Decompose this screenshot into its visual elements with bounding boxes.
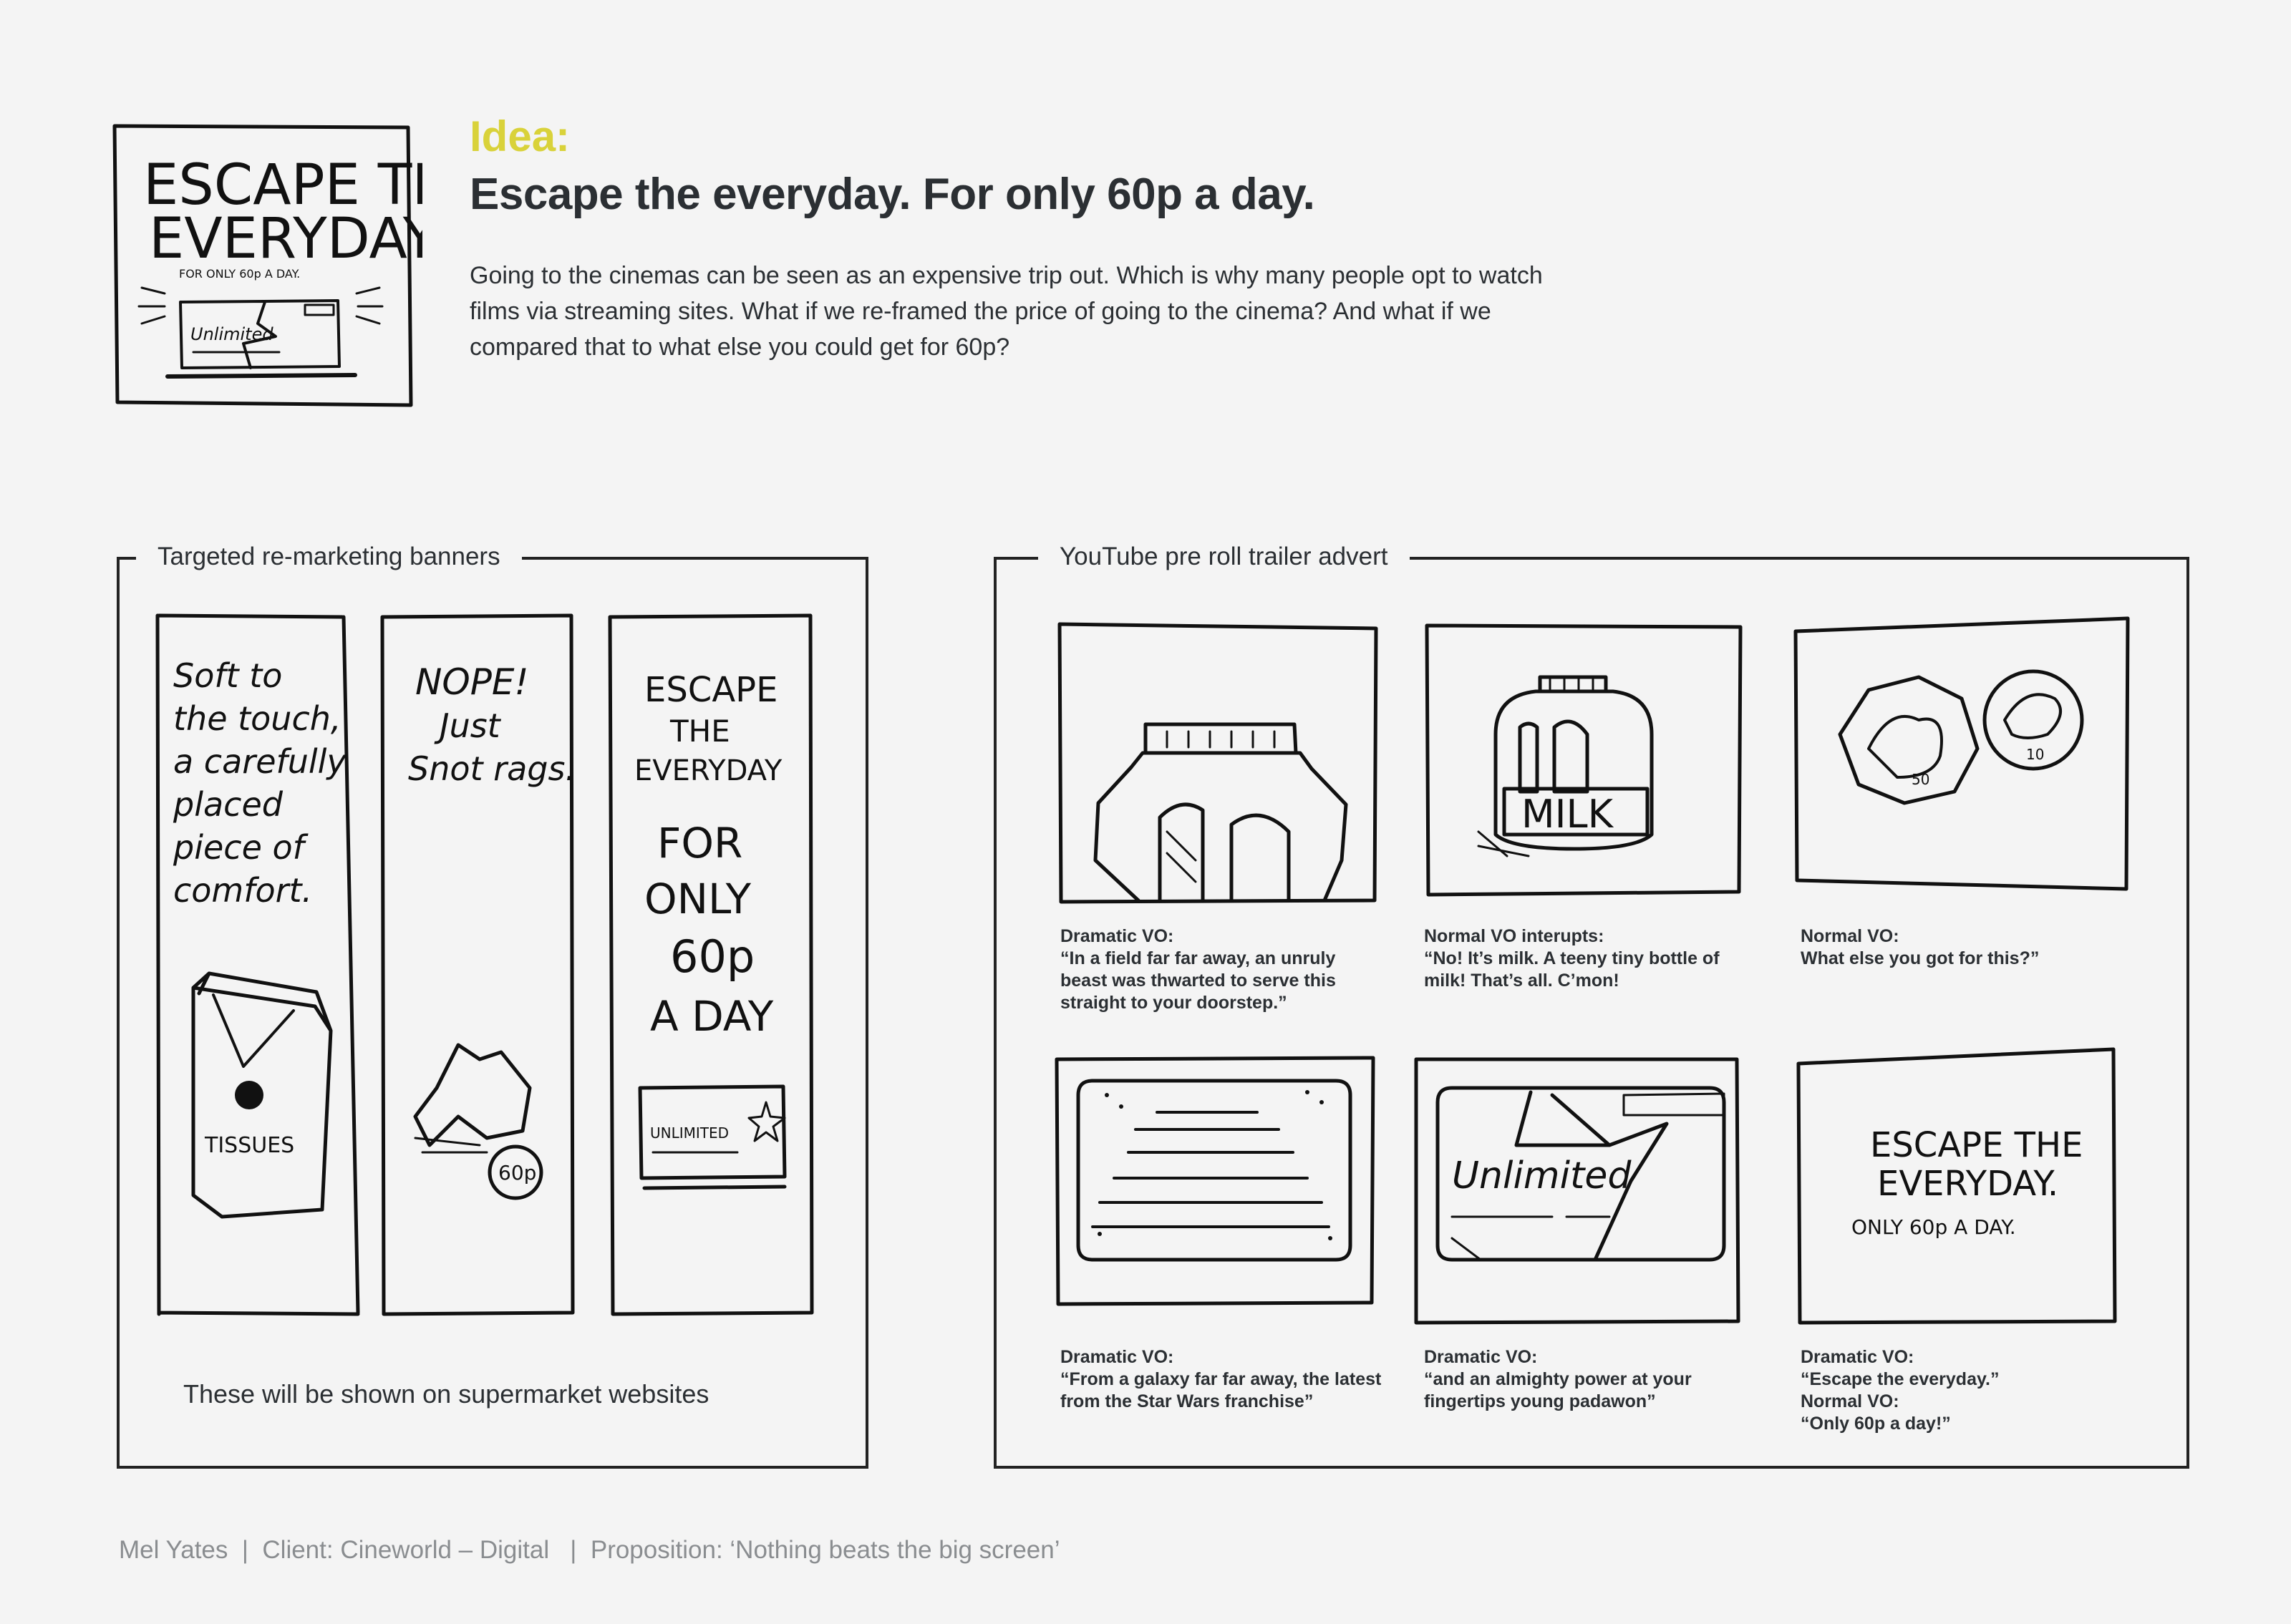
footer-proposition: Proposition: ‘Nothing beats the big scre…: [590, 1536, 1060, 1564]
frame-4-caption: Dramatic VO: “From a galaxy far far away…: [1060, 1346, 1390, 1413]
frame-5-caption: Dramatic VO: “and an almighty power at y…: [1424, 1346, 1753, 1413]
thumbnail-line1: ESCAPE THE: [143, 153, 422, 218]
banner3-line2: THE: [669, 714, 730, 749]
storyboard-frame-1: [1057, 622, 1378, 904]
banner1-line2: the touch,: [173, 699, 342, 738]
idea-body: Going to the cinemas can be seen as an e…: [470, 262, 1543, 361]
youtube-panel: [994, 557, 2189, 1469]
footer-client: Client: Cineworld – Digital: [262, 1536, 550, 1564]
frame-3-caption: Normal VO: What else you got for this?”: [1801, 925, 2116, 970]
banner3-line5: ONLY: [644, 875, 752, 923]
frame-1-text: “In a field far far away, an unruly beas…: [1060, 948, 1336, 1013]
idea-headline: Escape the everyday. For only 60p a day.: [470, 170, 1315, 219]
frame-2-heading: Normal VO interupts:: [1424, 926, 1604, 946]
frame-6-text-2: “Only 60p a day!”: [1801, 1414, 1951, 1434]
footer-separator: |: [549, 1536, 591, 1564]
footer: Mel Yates | Client: Cineworld – Digital …: [119, 1536, 1060, 1565]
frame-3-text: What else you got for this?”: [1801, 948, 2040, 968]
banner2-line2: Just: [434, 706, 502, 745]
frame-2-caption: Normal VO interupts: “No! It’s milk. A t…: [1424, 925, 1739, 992]
idea-thumbnail-sketch: ESCAPE THE EVERYDAY. FOR ONLY 60p A DAY.…: [112, 124, 422, 407]
frame-1-caption: Dramatic VO: “In a field far far away, a…: [1060, 925, 1375, 1014]
storyboard-frame-3: 50 10: [1793, 616, 2130, 891]
banner3-line3: EVERYDAY: [634, 754, 783, 787]
banner1-line3: a carefully: [173, 742, 347, 781]
frame-6-heading-2: Normal VO:: [1801, 1391, 1899, 1411]
frame-5-text: “and an almighty power at your fingertip…: [1424, 1369, 1692, 1411]
thumbnail-card-text: Unlimited: [190, 324, 273, 344]
banner2-price: 60p: [498, 1161, 536, 1185]
banner3-line4: FOR: [657, 819, 742, 867]
frame6-line1: ESCAPE THE: [1870, 1125, 2083, 1165]
banner-escape: ESCAPE THE EVERYDAY FOR ONLY 60p A DAY U…: [608, 613, 814, 1316]
frame-4-text: “From a galaxy far far away, the latest …: [1060, 1369, 1382, 1411]
banners-title: Targeted re-marketing banners: [136, 543, 522, 571]
idea-label: Idea:: [470, 112, 571, 160]
frame-6-text: “Escape the everyday.”: [1801, 1369, 2000, 1389]
frame3-coin1: 50: [1912, 771, 1929, 788]
thumbnail-line2: EVERYDAY.: [149, 207, 422, 271]
banners-note: These will be shown on supermarket websi…: [183, 1379, 709, 1409]
frame6-line3: ONLY 60p A DAY.: [1851, 1215, 2016, 1239]
frame6-line2: EVERYDAY.: [1877, 1164, 2058, 1204]
frame3-coin2: 10: [2026, 746, 2044, 763]
thumbnail-line3: FOR ONLY 60p A DAY.: [179, 267, 300, 281]
banner-tissues: Soft to the touch, a carefully placed pi…: [155, 613, 360, 1316]
banner3-line1: ESCAPE: [644, 670, 778, 710]
frame-1-heading: Dramatic VO:: [1060, 926, 1174, 946]
banner1-line5: piece of: [173, 828, 309, 867]
banner3-line7: A DAY: [650, 992, 774, 1041]
banner1-line4: placed: [173, 785, 284, 824]
frame-6-caption: Dramatic VO: “Escape the everyday.” Norm…: [1801, 1346, 2116, 1435]
crumpled-tissue-sketch: 60p: [413, 1043, 543, 1200]
storyboard-frame-2: MILK: [1425, 623, 1743, 897]
banner1-line1: Soft to: [173, 656, 282, 695]
banner3-line6: 60p: [670, 930, 755, 983]
banner3-card-text: UNLIMITED: [650, 1124, 729, 1142]
frame-2-text: “No! It’s milk. A teeny tiny bottle of m…: [1424, 948, 1720, 991]
tissue-box-sketch: TISSUES: [191, 971, 333, 1219]
frame-6-heading: Dramatic VO:: [1801, 1347, 1914, 1367]
footer-author: Mel Yates: [119, 1536, 228, 1564]
unlimited-card-sketch: UNLIMITED: [638, 1084, 787, 1190]
storyboard-frame-4: [1055, 1056, 1375, 1306]
frame-4-heading: Dramatic VO:: [1060, 1347, 1174, 1367]
frame-3-heading: Normal VO:: [1801, 926, 1899, 946]
banner2-line1: NOPE!: [415, 661, 529, 703]
frame-5-heading: Dramatic VO:: [1424, 1347, 1538, 1367]
youtube-title: YouTube pre roll trailer advert: [1038, 543, 1410, 571]
footer-separator: |: [228, 1536, 263, 1564]
frame2-milk-label: MILK: [1521, 792, 1614, 837]
banner-snot-rags: NOPE! Just Snot rags. 60p: [380, 613, 576, 1316]
storyboard-frame-6: ESCAPE THE EVERYDAY. ONLY 60p A DAY.: [1796, 1047, 2117, 1325]
tissue-box-label: TISSUES: [204, 1133, 294, 1158]
banner1-line6: comfort.: [173, 871, 312, 910]
frame5-card-label: Unlimited: [1452, 1154, 1632, 1197]
banners-sketch-area: Soft to the touch, a carefully placed pi…: [155, 613, 814, 1316]
banner2-line3: Snot rags.: [408, 749, 576, 788]
storyboard-frame-5: Unlimited: [1414, 1057, 1740, 1325]
